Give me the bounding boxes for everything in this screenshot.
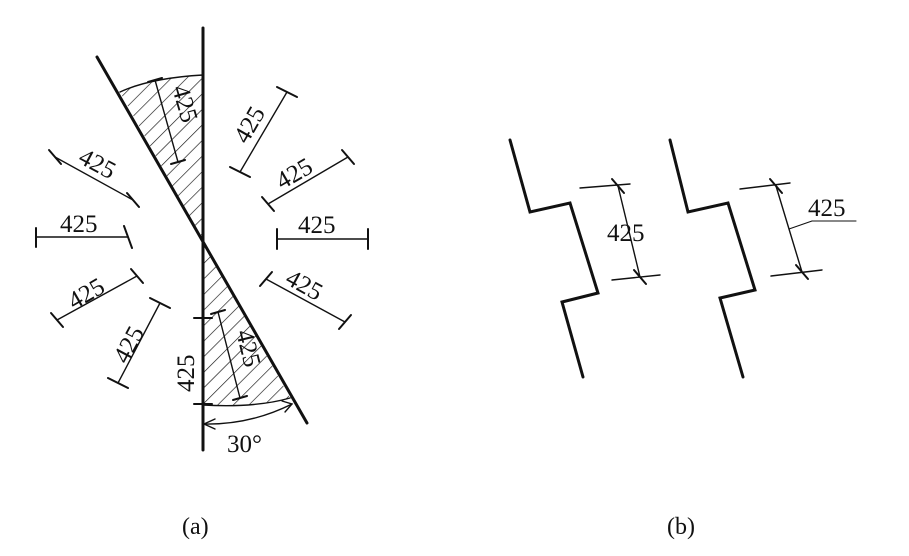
- inclined-line: [95, 55, 309, 425]
- dimension-label: 425: [607, 220, 645, 247]
- dimension-right-2: 425: [261, 149, 355, 212]
- dimension-lower-vertical: 425: [173, 317, 213, 405]
- stepped-line-right: [668, 138, 757, 379]
- caption-a: (a): [182, 514, 209, 540]
- dimension-label: 425: [229, 102, 271, 148]
- dimension-label: 425: [281, 265, 327, 307]
- leader-line: [788, 220, 813, 230]
- dimension-right-4: 425: [259, 265, 352, 330]
- dimension-label: 425: [108, 322, 149, 368]
- dimension-left-2: 425: [35, 211, 133, 249]
- dimension-label: 425: [272, 153, 318, 195]
- dimension-label: 425: [298, 212, 336, 239]
- dimension-left-1: 425: [48, 143, 140, 208]
- dimension-label: 425: [74, 143, 120, 184]
- dimension-label: 425: [60, 211, 98, 238]
- dimension-label: 425: [64, 273, 110, 315]
- dimension-label: 425: [808, 195, 846, 222]
- angle-label: 30°: [227, 431, 262, 458]
- dimension-step-left: 425: [579, 178, 661, 285]
- dimension-step-right: 425: [739, 178, 857, 280]
- stepped-line-left: [508, 138, 600, 379]
- figure-b: 425 425 (b): [508, 138, 857, 540]
- dimension-left-3: 425: [50, 268, 144, 328]
- caption-b: (b): [667, 514, 695, 540]
- dimension-right-3: 425: [276, 212, 369, 250]
- dimension-left-4: 425: [107, 297, 171, 389]
- angle-arc: [202, 400, 294, 430]
- figure-a: 30° 425 425 425 425: [35, 26, 369, 540]
- dimension-label: 425: [173, 355, 200, 393]
